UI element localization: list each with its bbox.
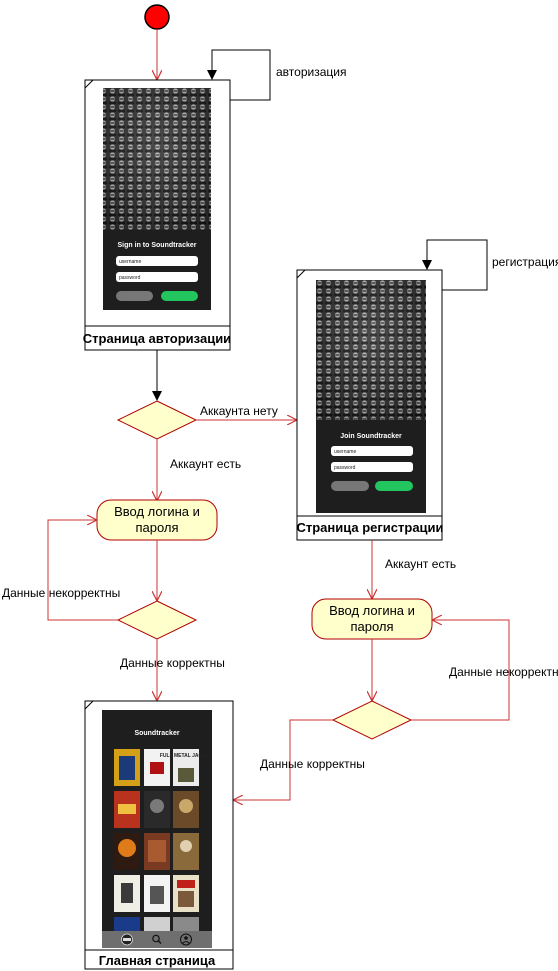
search-icon[interactable] [152,934,162,944]
has-account-label-1: Аккаунт есть [170,457,241,471]
activity-1-line2: пароля [135,520,178,535]
flow-invalid-1 [47,520,118,621]
auth-primary-button[interactable] [161,291,198,301]
auth-password-placeholder: password [119,275,141,281]
register-password-input[interactable] [331,462,413,472]
poster-14[interactable] [144,917,170,931]
auth-caption: Страница авторизации [83,331,231,346]
auth-password-input[interactable] [116,272,198,282]
register-secondary-button[interactable] [331,481,369,491]
poster-3-label: FULL METAL JACKET [160,753,212,759]
activity-1-line1: Ввод логина и [114,504,200,519]
register-phone-mockup: Join Soundtracker username password [316,280,426,513]
activity-2-line1: Ввод логина и [329,603,415,618]
poster-15[interactable] [173,917,199,931]
activity-2-line2: пароля [350,619,393,634]
decision-node-validation-1 [116,600,198,640]
auth-username-input[interactable] [116,256,198,266]
register-caption: Страница регистрации [296,520,443,535]
initial-node [144,4,170,30]
flow-valid-2 [234,719,333,800]
profile-icon[interactable] [180,933,192,946]
auth-phone-mockup: Sign in to Soundtracker username passwor… [103,88,211,310]
valid-label-2: Данные корректны [260,757,365,771]
activity-login-input-1: Ввод логина и пароля [96,499,218,541]
decision-node-validation-2 [331,700,413,740]
bottom-nav [102,931,212,948]
home-icon[interactable] [121,933,133,946]
auth-secondary-button[interactable] [116,291,153,301]
register-username-placeholder: username [334,449,356,455]
has-account-label-2: Аккаунт есть [385,557,456,571]
register-primary-button[interactable] [375,481,413,491]
register-username-input[interactable] [331,446,413,456]
register-screen-node: Join Soundtracker username password Стра… [296,269,444,541]
invalid-label-1: Данные некорректны [2,586,120,600]
register-password-placeholder: password [334,465,356,471]
main-caption: Главная страница [99,953,216,968]
register-title: Join Soundtracker [340,433,402,440]
authorization-loop-label: авторизация [276,65,346,79]
auth-screen-node: Sign in to Soundtracker username passwor… [83,79,231,351]
activity-login-input-2: Ввод логина и пароля [311,598,433,640]
flow-invalid-2 [411,620,510,721]
valid-label-1: Данные корректны [120,656,225,670]
decision-node-account [116,400,198,440]
invalid-label-2: Данные некорректны [449,665,558,679]
poster-grid: FULL METAL JACKET [114,749,212,931]
poster-13[interactable] [114,917,140,931]
main-app-title: Soundtracker [134,730,179,737]
registration-loop-label: регистрация [492,255,558,269]
auth-title: Sign in to Soundtracker [118,242,197,249]
registration-loop-edge [422,239,488,291]
auth-username-placeholder: username [119,259,141,265]
authorization-loop-edge [207,49,271,101]
no-account-label: Аккаунта нету [200,404,278,418]
main-phone-mockup: Soundtracker FULL METAL JACKET [102,710,212,948]
main-screen-node: Soundtracker FULL METAL JACKET [84,700,234,970]
